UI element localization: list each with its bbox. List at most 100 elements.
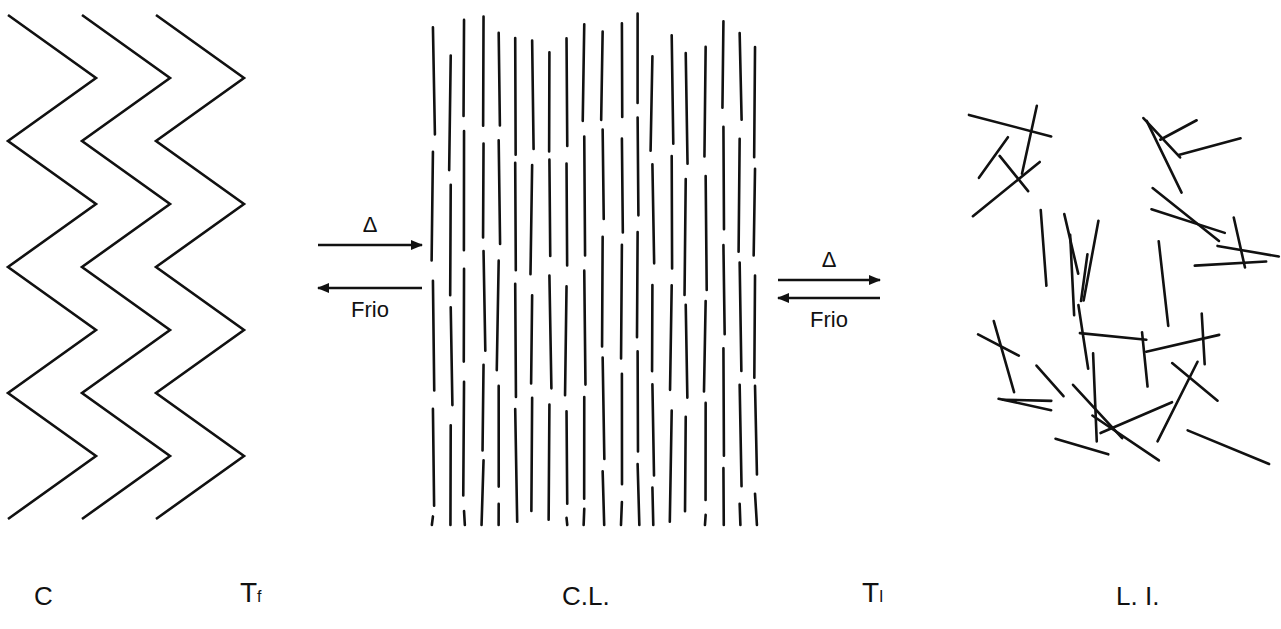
rod-stroke: [499, 140, 500, 244]
rod-stroke: [738, 504, 741, 525]
rod-stroke: [531, 295, 532, 383]
rod-stroke: [1179, 138, 1241, 155]
rod-stroke: [463, 511, 466, 525]
rod-stroke: [549, 276, 551, 389]
rod-stroke: [651, 285, 654, 371]
rod-stroke: [1159, 241, 1169, 326]
rod-stroke: [603, 358, 605, 459]
transition-arrow: [778, 297, 880, 299]
rod-stroke: [740, 263, 742, 371]
arrow-label: Frio: [808, 308, 850, 332]
rod-stroke: [1160, 120, 1196, 139]
rod-stroke: [723, 245, 724, 334]
rod-stroke: [1234, 218, 1245, 268]
rod-stroke: [722, 348, 725, 455]
rod-stroke: [481, 365, 485, 451]
rod-stroke: [1142, 332, 1148, 386]
rod-stroke: [739, 139, 740, 252]
rod-stroke: [651, 488, 654, 525]
rod-stroke: [583, 136, 586, 255]
rod-stroke: [704, 301, 706, 391]
rod-stroke: [601, 32, 602, 120]
rod-stroke: [565, 163, 568, 265]
rod-stroke: [722, 127, 725, 229]
rod-stroke: [449, 56, 451, 171]
rod-stroke: [433, 281, 434, 391]
rod-stroke: [753, 47, 756, 157]
arrow-label: Δ: [361, 213, 380, 237]
rod-stroke: [451, 307, 453, 405]
rod-stroke: [515, 409, 517, 522]
rod-stroke: [530, 398, 533, 511]
transition-arrow: [318, 287, 422, 289]
rod-stroke: [1188, 430, 1269, 464]
rod-stroke: [565, 411, 568, 503]
rod-stroke: [514, 163, 517, 270]
transition-arrow: [318, 244, 422, 246]
rod-stroke: [1172, 363, 1217, 401]
rod-stroke: [548, 52, 551, 151]
rod-stroke: [1084, 221, 1099, 301]
rod-stroke: [462, 382, 465, 496]
rod-stroke: [432, 516, 433, 525]
rod-stroke: [670, 411, 672, 522]
rod-stroke: [620, 245, 623, 359]
rod-stroke: [740, 33, 742, 120]
rod-stroke: [497, 386, 500, 487]
arrow-label: Δ: [820, 248, 839, 272]
rod-stroke: [652, 384, 654, 475]
rod-stroke: [497, 261, 499, 370]
rod-stroke: [449, 185, 452, 296]
rod-stroke: [1080, 333, 1146, 340]
rod-stroke: [636, 14, 639, 104]
rod-stroke: [753, 275, 756, 377]
rod-stroke: [1146, 335, 1219, 352]
rod-stroke: [684, 417, 687, 511]
rod-stroke: [979, 137, 1008, 178]
phase-label: C: [34, 582, 53, 611]
rod-stroke: [621, 139, 625, 233]
rod-stroke: [685, 179, 686, 295]
rod-stroke: [603, 471, 605, 525]
rod-stroke: [1093, 353, 1097, 441]
rod-stroke: [482, 144, 485, 238]
rod-stroke: [704, 47, 705, 157]
rod-stroke: [1218, 246, 1279, 257]
rod-stroke: [530, 165, 532, 274]
rod-stroke: [999, 399, 1052, 410]
rod-stroke: [603, 130, 604, 219]
rod-stroke: [1041, 210, 1047, 286]
rod-stroke: [514, 38, 517, 155]
phase-panel: L. I.: [880, 0, 1278, 629]
rod-stroke: [754, 169, 755, 256]
rod-stroke: [1195, 262, 1266, 266]
phase-label: C.L.: [562, 582, 610, 611]
rod-stroke: [672, 35, 674, 143]
rod-stroke: [584, 271, 585, 385]
rod-stroke: [583, 397, 586, 499]
rod-stroke: [1070, 235, 1074, 315]
rod-stroke: [462, 20, 465, 116]
rod-stroke: [432, 152, 433, 261]
rod-stroke: [582, 509, 585, 525]
rod-stroke: [704, 403, 707, 500]
rod-stroke: [740, 385, 742, 487]
rod-stroke: [722, 468, 725, 525]
rod-stroke: [548, 160, 551, 256]
arrow-label: Frio: [349, 298, 391, 322]
rod-stroke: [1143, 118, 1180, 157]
rod-stroke: [583, 24, 585, 121]
rod-stroke: [462, 269, 465, 362]
rod-stroke: [463, 131, 466, 250]
rod-stroke: [638, 464, 640, 525]
phase-panel: C: [0, 0, 318, 629]
rod-stroke: [1036, 366, 1063, 397]
rod-stroke: [601, 237, 604, 347]
rod-stroke: [670, 156, 673, 268]
rod-stroke: [721, 21, 725, 107]
rod-stroke: [565, 286, 566, 395]
phase-panel: C.L.: [422, 0, 778, 629]
transition-temperature: Tf: [240, 576, 262, 610]
rod-stroke: [1056, 439, 1109, 455]
